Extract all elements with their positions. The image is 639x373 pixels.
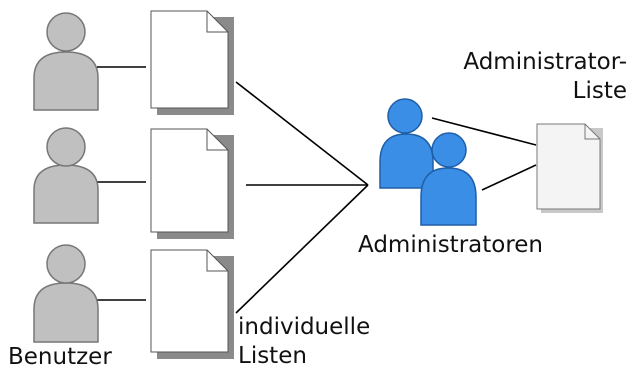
users-label: Benutzer [8,344,112,370]
user-icon [33,244,99,343]
user-icon [33,127,99,224]
admin-group-icon [379,98,477,226]
individual-lists-label: individuelle Listen [238,313,370,371]
document-icon [150,249,234,359]
connector-admins-adminlist-top [431,117,537,146]
connector-list-3-admins [235,184,369,314]
admin-list-document-icon [536,123,603,213]
administrators-label: Administratoren [358,232,544,258]
admin-list-label: Administrator- Liste [463,48,627,106]
individual-lists-label-line1: individuelle [238,314,371,340]
user-icon [33,12,99,111]
admin-list-label-line2: Liste [572,78,627,104]
document-icon [150,10,234,115]
connector-list-1-admins [235,81,369,186]
connector-admins-adminlist-bottom [481,164,537,191]
individual-lists-label-line2: Listen [238,343,307,369]
document-icon [150,128,234,239]
admin-list-label-line1: Administrator- [463,49,627,75]
